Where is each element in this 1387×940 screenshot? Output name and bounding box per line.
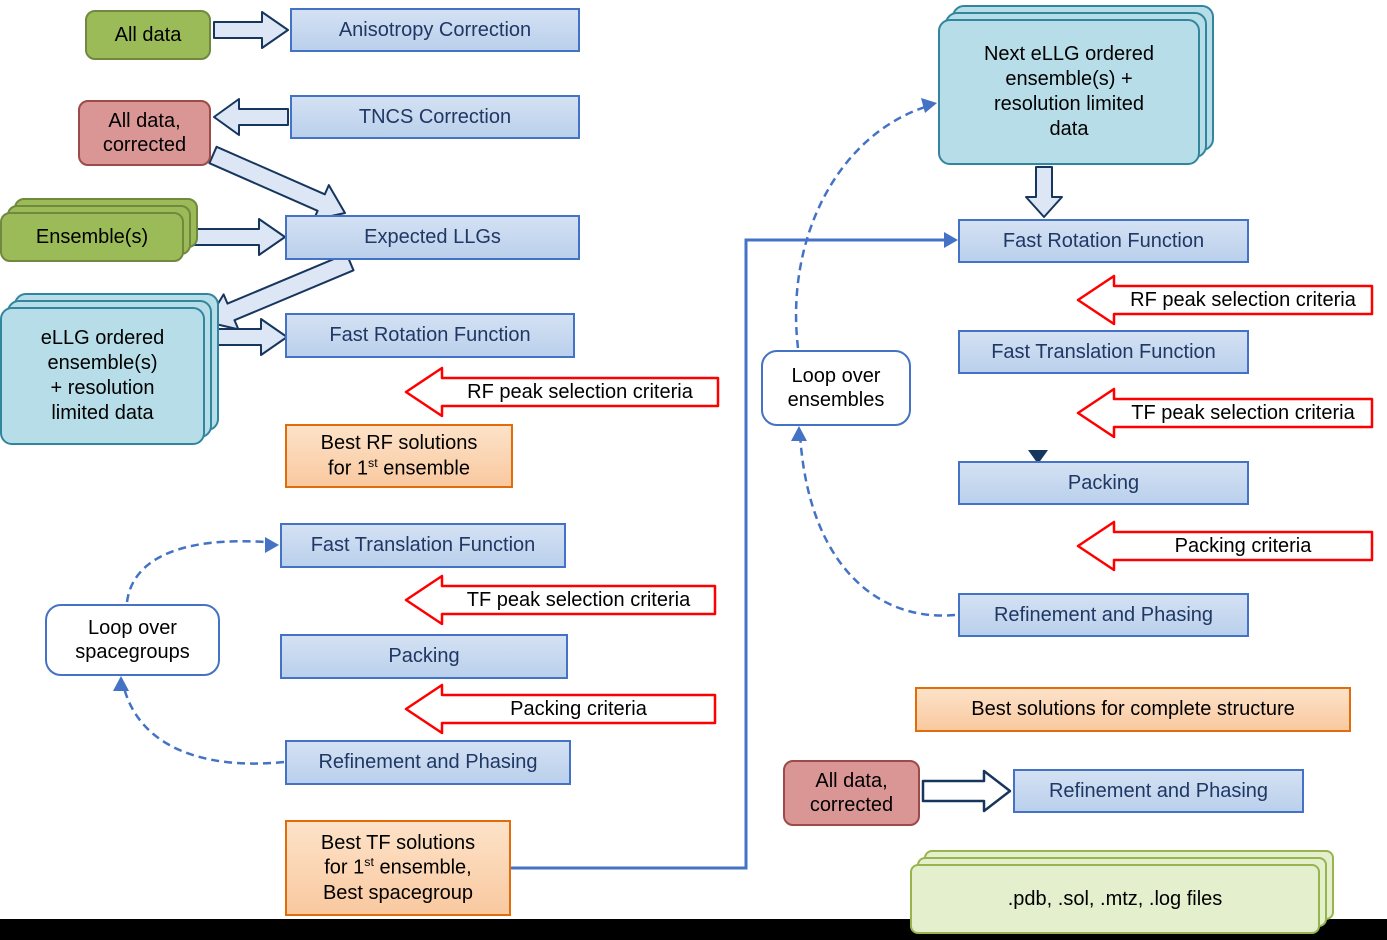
fast-rotation-function-right-box: Fast Rotation Function (958, 219, 1249, 263)
best-tf-line1: Best TF solutions (320, 832, 476, 855)
packing-left-box: Packing (280, 634, 568, 679)
loop-ensembles-out-arrowhead (921, 98, 937, 113)
best-rf-line1: Best RF solutions (320, 432, 478, 455)
block-arrow-nextellg-to-rotation (1025, 166, 1063, 218)
rf-peak-criteria-label-right: RF peak selection criteria (1130, 289, 1356, 311)
output-files-stack: .pdb, .sol, .mtz, .log files (910, 850, 1334, 934)
criteria-arrow-rf-right (1076, 274, 1374, 326)
tf-peak-criteria-label-left: TF peak selection criteria (466, 589, 691, 611)
packing-criteria-label-left: Packing criteria (510, 698, 647, 720)
fast-translation-function-right-box: Fast Translation Function (958, 330, 1249, 374)
loop-ensembles-return-arrowhead (791, 426, 807, 441)
tncs-correction-box: TNCS Correction (290, 95, 580, 139)
expected-llgs-box: Expected LLGs (285, 215, 580, 260)
block-arrow-corrected-to-final-refinement (921, 769, 1012, 813)
criteria-arrow-tf-left (404, 574, 717, 626)
criteria-arrow-packing-left (404, 683, 717, 735)
criteria-arrow-rf-left (404, 366, 720, 418)
best-tf-solutions-text: Best TF solutions for 1st ensemble, Best… (321, 831, 475, 905)
best-tf-sup: st (364, 855, 374, 870)
output-files-label: .pdb, .sol, .mtz, .log files (910, 864, 1320, 934)
block-arrow-ensembles-to-ellgs (187, 218, 286, 256)
anisotropy-correction-box: Anisotropy Correction (290, 8, 580, 52)
ensembles-stack: Ensemble(s) (0, 198, 198, 262)
refinement-phasing-left-box: Refinement and Phasing (285, 740, 571, 785)
loop-spacegroups-return-curve (121, 683, 285, 765)
best-tf-line2-pre: for 1 (324, 857, 365, 880)
rf-peak-criteria-label-left: RF peak selection criteria (467, 381, 693, 403)
packing-right-box: Packing (958, 461, 1249, 505)
all-data-box: All data (85, 10, 211, 60)
block-arrow-corrected-to-ellgs (208, 145, 346, 221)
ellg-ordered-ensemble-label: eLLG ordered ensemble(s) + resolution li… (0, 307, 205, 445)
solutions-to-next-stage-connector (511, 238, 946, 870)
best-rf-line2-pre: for 1 (328, 457, 369, 480)
block-arrow-alldata-to-anisotropy (213, 11, 289, 49)
loop-ensembles-return-curve (798, 433, 956, 617)
best-rf-line2-post: ensemble (377, 457, 470, 480)
block-arrow-ellgs-to-ellgbox (206, 252, 355, 331)
ensembles-label: Ensemble(s) (0, 212, 184, 262)
criteria-arrow-packing-right (1076, 520, 1374, 572)
next-ellg-ordered-ensemble-stack: Next eLLG ordered ensemble(s) + resoluti… (938, 5, 1214, 165)
fast-translation-function-left-box: Fast Translation Function (280, 523, 566, 568)
tf-peak-criteria-label-right: TF peak selection criteria (1131, 402, 1355, 424)
criteria-arrow-tf-right (1076, 387, 1374, 439)
best-rf-sup: st (368, 455, 378, 470)
all-data-corrected-box: All data, corrected (78, 100, 211, 166)
best-solutions-complete-box: Best solutions for complete structure (915, 687, 1351, 732)
loop-ensembles-out-curve (794, 105, 926, 349)
best-rf-solutions-box: Best RF solutions for 1st ensemble (285, 424, 513, 488)
packing-criteria-label-right: Packing criteria (1174, 535, 1312, 557)
best-tf-line3: Best spacegroup (322, 881, 474, 904)
best-tf-solutions-box: Best TF solutions for 1st ensemble, Best… (285, 820, 511, 916)
loop-spacegroups-out-arrowhead (265, 537, 279, 553)
loop-spacegroups-out-curve (125, 540, 267, 603)
block-arrow-tncs-to-corrected (213, 98, 289, 136)
best-rf-solutions-text: Best RF solutions for 1st ensemble (321, 431, 478, 480)
loop-over-spacegroups-box: Loop over spacegroups (45, 604, 220, 676)
refinement-phasing-right-box: Refinement and Phasing (958, 593, 1249, 637)
all-data-corrected-box-2: All data, corrected (783, 760, 920, 826)
loop-spacegroups-return-arrowhead (113, 676, 129, 691)
next-ellg-ordered-ensemble-label: Next eLLG ordered ensemble(s) + resoluti… (938, 19, 1200, 165)
best-tf-line2-post: ensemble, (373, 857, 472, 880)
fast-rotation-function-left-box: Fast Rotation Function (285, 313, 575, 358)
translation-to-packing-arrowhead (1028, 450, 1048, 464)
solutions-connector-arrowhead (944, 232, 958, 248)
refinement-phasing-final-box: Refinement and Phasing (1013, 769, 1304, 813)
ellg-ordered-ensemble-stack: eLLG ordered ensemble(s) + resolution li… (0, 293, 219, 445)
loop-over-ensembles-box: Loop over ensembles (761, 350, 911, 426)
